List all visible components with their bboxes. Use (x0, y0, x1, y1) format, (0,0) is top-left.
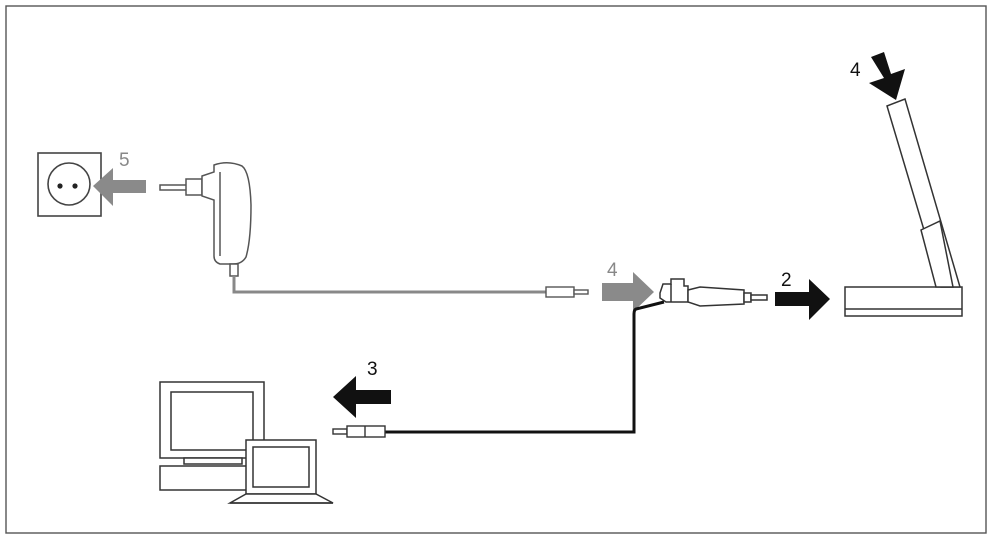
step-label-5: 5 (119, 150, 130, 171)
grey-arrow-to-connector (602, 272, 654, 312)
black-arrow-to-computer (333, 376, 391, 418)
laptop-icon (227, 439, 334, 504)
step-label-4-power: 4 (607, 260, 618, 281)
diagram-frame (5, 5, 987, 534)
power-adapter-icon (159, 162, 252, 277)
wall-socket-icon (37, 152, 102, 217)
device-with-hinged-lid-icon (844, 98, 963, 317)
step-label-3: 3 (367, 359, 378, 380)
black-arrow-press-lid (869, 52, 905, 100)
computer-plug (332, 425, 386, 438)
black-arrow-to-device (775, 279, 830, 320)
y-cable-connector-icon (659, 278, 768, 307)
grey-arrow-to-socket (93, 168, 146, 206)
step-label-4-device: 4 (850, 60, 861, 81)
adapter-cable (232, 276, 546, 294)
step-label-2: 2 (781, 270, 792, 291)
barrel-plug (545, 286, 589, 298)
computer-cable (385, 300, 665, 434)
